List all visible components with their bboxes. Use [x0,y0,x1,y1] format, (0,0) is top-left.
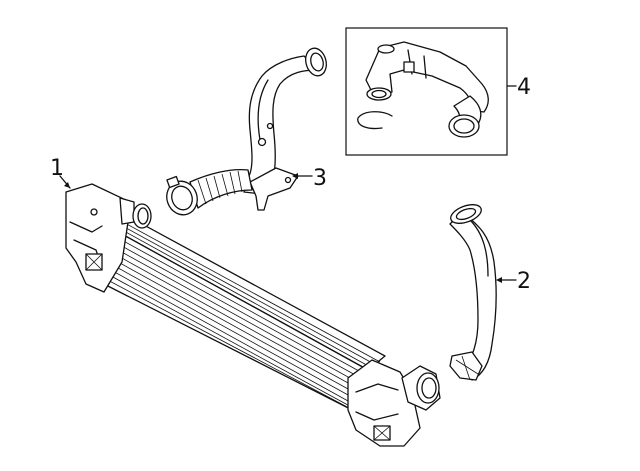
leader-lines [59,85,517,283]
callout-1: 1 [50,156,64,181]
outlet-hose-part [449,204,497,381]
callout-3: 3 [313,166,327,191]
callout-2: 2 [517,269,531,294]
intercooler-part [65,183,441,447]
inlet-tube-part [166,47,327,216]
duct-kit-frame [345,27,508,156]
duct-kit-part [345,27,508,156]
callout-4: 4 [517,75,531,100]
